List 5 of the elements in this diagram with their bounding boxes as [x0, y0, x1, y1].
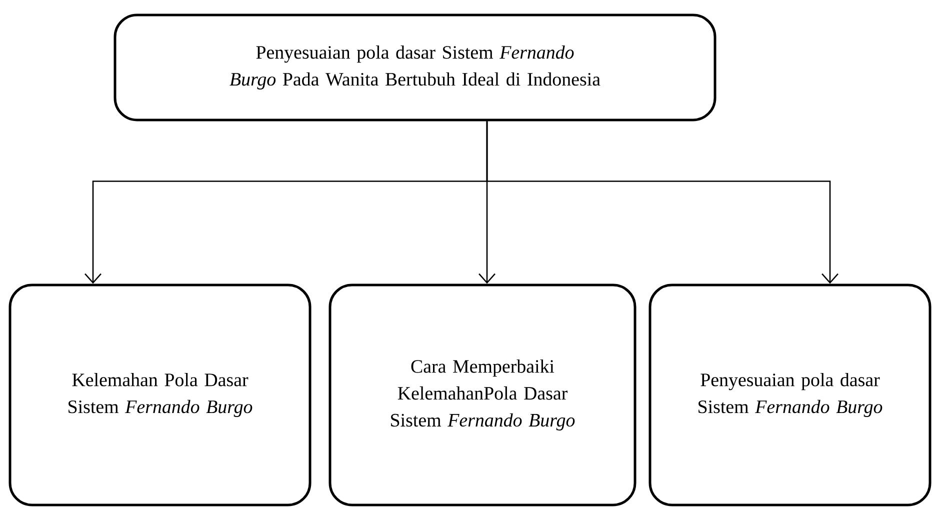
process-box: Penyesuaian pola dasar Sistem Fernando Burgo Pada Wanita Bertubuh Ideal di Indonesia [114, 14, 716, 122]
arrow [486, 121, 838, 284]
process-box: Cara Memperbaiki KelemahanPola Dasar Sistem Fernando Burgo [328, 284, 636, 506]
process-box: Kelemahan Pola Dasar Sistem Fernando Burgo [8, 284, 312, 506]
process-box: Penyesuaian pola dasar Sistem Fernando Burgo [648, 284, 932, 506]
